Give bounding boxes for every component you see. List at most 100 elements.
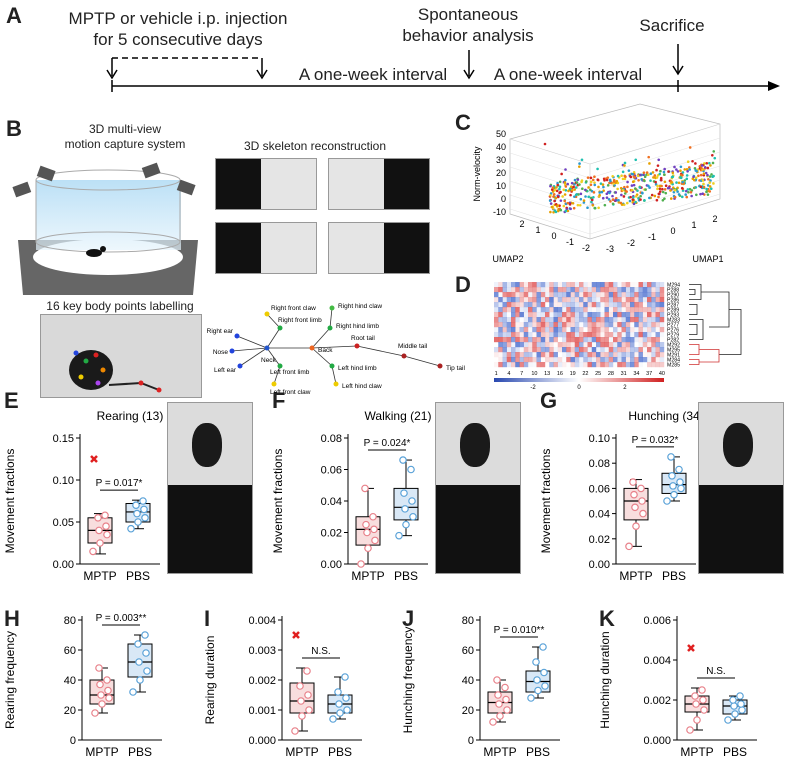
y-tick-label: -1: [566, 237, 574, 247]
data-point: [402, 520, 410, 529]
heatmap-cell: [617, 302, 622, 308]
data-point: [304, 691, 312, 699]
z-tick-label: 30: [496, 155, 506, 165]
data-point: [371, 536, 379, 545]
heatmap-cell: [515, 362, 520, 368]
heatmap-cell: [566, 307, 571, 313]
data-point: [298, 712, 306, 720]
heatmap-cell: [600, 342, 605, 348]
umap-point: [694, 169, 698, 172]
heatmap-cell: [519, 337, 524, 343]
umap-point: [623, 177, 627, 181]
heatmap-cell: [511, 287, 516, 293]
heatmap-cell: [532, 322, 537, 328]
heatmap-cell: [630, 317, 635, 323]
heatmap-cell: [583, 312, 588, 318]
heatmap-cell: [532, 342, 537, 348]
heatmap-cell: [621, 317, 626, 323]
heatmap-cell: [558, 337, 562, 342]
heatmap-cell: [579, 312, 584, 318]
heatmap-cell: [540, 347, 546, 353]
heatmap-cell: [549, 357, 554, 363]
skeleton-node-label: Middle tail: [398, 343, 428, 350]
umap-point: [632, 170, 636, 174]
heatmap-cell: [545, 292, 550, 298]
umap-point: [623, 185, 626, 189]
data-point: [496, 712, 504, 720]
skeleton-node-label: Tip tail: [446, 365, 465, 372]
heatmap-cell: [570, 347, 575, 353]
heatmap-cell: [579, 322, 583, 327]
heatmap-cell: [515, 327, 520, 333]
x-tick-label: PBS: [394, 569, 418, 583]
heatmap-cell: [566, 332, 571, 338]
umap-point: [634, 158, 638, 162]
umap-point: [556, 204, 560, 207]
x-tick-label: MPTP: [680, 745, 713, 759]
skeleton-edge: [266, 313, 281, 329]
heatmap-cell: [566, 322, 571, 328]
umap-point: [669, 197, 673, 200]
umap-point: [578, 203, 582, 207]
skeleton-edge: [311, 345, 358, 349]
heatmap-cell: [553, 337, 558, 343]
heatmap-cell: [643, 362, 647, 367]
umap-point: [611, 175, 614, 178]
heatmap-col-label: 28: [608, 371, 614, 377]
heatmap-cell: [642, 282, 648, 288]
heatmap-cell: [519, 332, 524, 338]
heatmap-cell: [545, 312, 550, 318]
heatmap-cell: [545, 342, 550, 348]
y-tick-label: 0: [551, 231, 556, 241]
x-tick-label: 0: [670, 226, 675, 236]
data-point: [98, 700, 106, 708]
heatmap-cell: [587, 297, 592, 303]
heatmap-cell: [655, 307, 660, 313]
heatmap-cell: [545, 347, 550, 353]
umap-point: [681, 171, 685, 174]
heatmap-cell: [613, 342, 618, 348]
umap-point: [687, 190, 690, 194]
data-point: [364, 544, 372, 553]
umap-point: [621, 170, 625, 174]
umap-point: [580, 158, 584, 162]
data-point: [667, 453, 675, 461]
heatmap-cell: [498, 332, 503, 338]
dendrogram-branch: [689, 359, 700, 365]
umap-point: [573, 195, 576, 198]
umap-point: [584, 188, 587, 192]
heatmap-cell: [604, 307, 609, 313]
heatmap-cell: [553, 297, 558, 303]
reconstruction-view-1: [215, 158, 317, 210]
heatmap-cell: [651, 302, 656, 308]
y-tick-label: 0: [468, 735, 474, 747]
heatmap-cell: [604, 342, 609, 348]
data-point: [399, 456, 407, 464]
heatmap-cell: [583, 307, 588, 313]
umap-point: [676, 190, 679, 193]
heatmap-cell: [519, 352, 524, 358]
x-tick-label: PBS: [128, 745, 152, 759]
umap-point: [658, 187, 662, 191]
umap-point: [562, 204, 566, 208]
heatmap-cell: [545, 322, 550, 328]
skeleton-edge: [329, 307, 333, 329]
data-point: [629, 478, 637, 486]
heatmap-cell: [608, 347, 614, 353]
motion-capture-illustration: [12, 162, 198, 295]
y-tick-label: 0: [70, 735, 76, 747]
skeleton-edge: [266, 347, 281, 367]
heatmap-cell: [634, 362, 639, 368]
heatmap-cell: [587, 307, 592, 313]
umap-point: [692, 175, 695, 179]
heatmap-cell: [498, 292, 502, 297]
heatmap-cell: [536, 292, 541, 298]
heatmap-cell: [549, 307, 554, 313]
heatmap-cell: [532, 312, 537, 318]
heatmap-cell: [494, 342, 498, 347]
outlier-point: [90, 455, 98, 463]
heatmap-cell: [562, 337, 567, 343]
heatmap-cell: [630, 312, 635, 318]
heatmap-cell: [655, 282, 660, 288]
heatmap-cell: [553, 357, 558, 363]
